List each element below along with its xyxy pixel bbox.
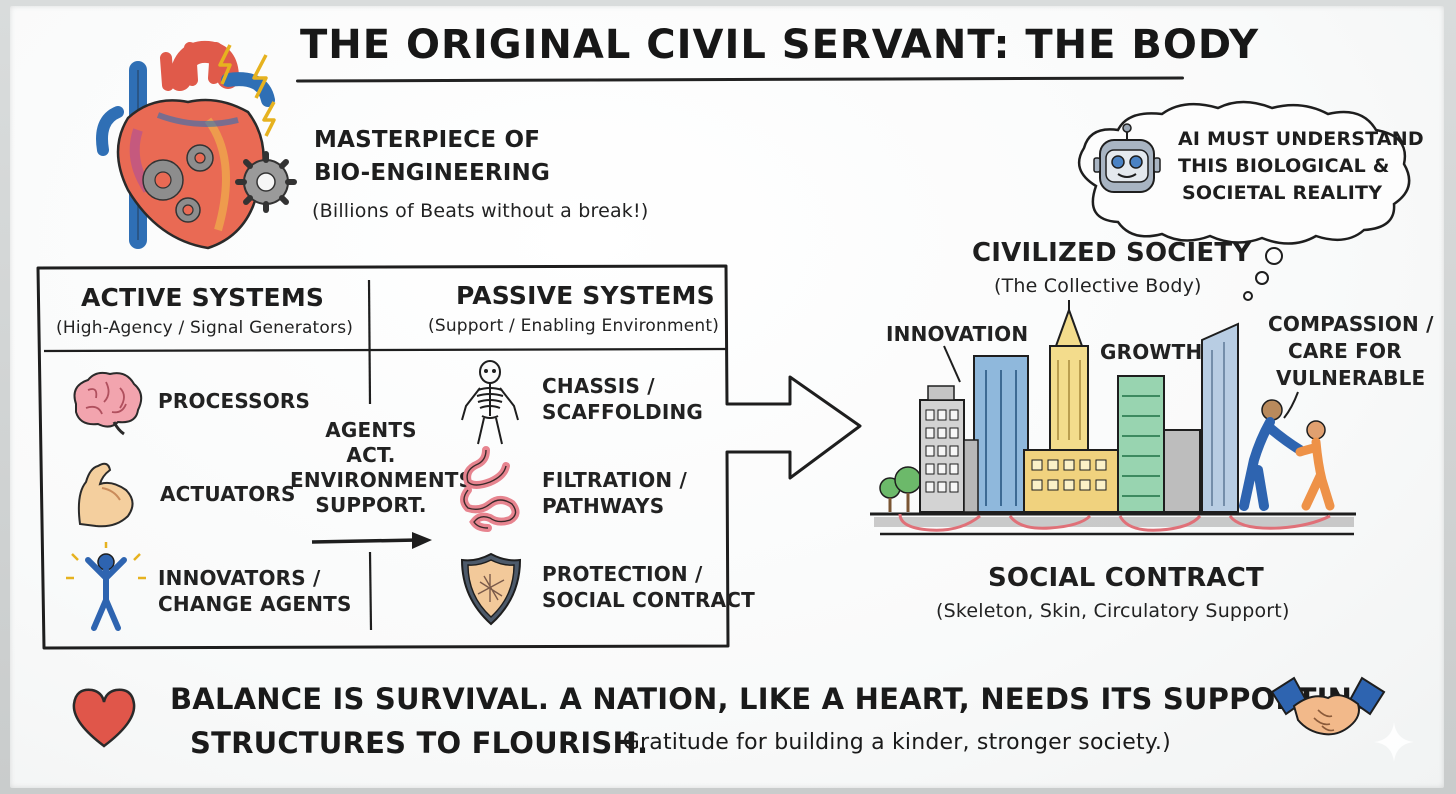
masterpiece-subtitle: (Billions of Beats without a break!) xyxy=(312,200,649,222)
masterpiece-heading-line2: BIO-ENGINEERING xyxy=(314,160,551,186)
chassis-label-line2: SCAFFOLDING xyxy=(542,400,704,424)
bottom-message-line1: BALANCE IS SURVIVAL. A NATION, LIKE A HE… xyxy=(170,682,1377,716)
filtration-label-line2: PATHWAYS xyxy=(542,494,665,518)
brain-icon xyxy=(73,371,143,436)
heart-icon xyxy=(72,688,136,748)
robot-icon xyxy=(1093,123,1161,193)
chassis-label-line1: CHASSIS / xyxy=(542,374,655,398)
actuators-label: ACTUATORS xyxy=(160,482,296,506)
filtration-label-line1: FILTRATION / xyxy=(542,468,687,492)
thought-cloud xyxy=(1077,100,1411,301)
active-systems-subtitle: (High-Agency / Signal Generators) xyxy=(56,318,354,338)
innovation-label: INNOVATION xyxy=(886,322,1029,346)
compassion-label-line1: COMPASSION / xyxy=(1268,312,1434,336)
compassion-label-line2: CARE FOR xyxy=(1288,339,1402,363)
protection-label-line1: PROTECTION / xyxy=(542,562,703,586)
innovators-label-line1: INNOVATORS / xyxy=(158,566,321,590)
passive-systems-heading: PASSIVE SYSTEMS xyxy=(456,281,715,310)
social-contract-heading: SOCIAL CONTRACT xyxy=(988,563,1264,593)
protection-label-line2: SOCIAL CONTRACT xyxy=(542,588,755,612)
bottom-message-line2: STRUCTURES TO FLOURISH. xyxy=(190,726,649,760)
city-skyline-illustration xyxy=(870,300,1356,536)
ai-thought-line2: THIS BIOLOGICAL & xyxy=(1178,155,1390,177)
page-title: THE ORIGINAL CIVIL SERVANT: THE BODY xyxy=(300,22,1260,68)
flexed-arm-icon xyxy=(77,462,134,528)
compassion-label-line3: VULNERABLE xyxy=(1276,366,1426,390)
digestive-system-icon xyxy=(460,446,520,532)
center-note-line4: SUPPORT. xyxy=(315,493,427,517)
social-contract-subtitle: (Skeleton, Skin, Circulatory Support) xyxy=(936,600,1290,622)
heart-gears-icon xyxy=(96,40,297,250)
handshake-icon xyxy=(1270,676,1386,736)
ai-thought-line1: AI MUST UNDERSTAND xyxy=(1178,128,1424,150)
ai-thought-line3: SOCIETAL REALITY xyxy=(1182,182,1383,204)
sparkle-icon xyxy=(1374,722,1414,762)
growth-label: GROWTH xyxy=(1100,340,1203,364)
cheering-person-icon xyxy=(66,542,146,631)
processors-label: PROCESSORS xyxy=(158,389,311,413)
innovators-label-line2: CHANGE AGENTS xyxy=(158,592,352,616)
civilized-society-subtitle: (The Collective Body) xyxy=(994,275,1202,297)
civilized-society-heading: CIVILIZED SOCIETY xyxy=(972,238,1252,268)
active-systems-heading: ACTIVE SYSTEMS xyxy=(81,283,325,312)
bottom-message-subtitle: (Gratitude for building a kinder, strong… xyxy=(614,730,1171,755)
skeleton-icon xyxy=(461,360,519,445)
center-note-line1: AGENTS xyxy=(325,418,417,442)
passive-systems-subtitle: (Support / Enabling Environment) xyxy=(428,316,720,336)
center-note-line3: ENVIRONMENTS xyxy=(290,468,474,492)
shield-icon xyxy=(460,552,522,626)
masterpiece-heading-line1: MASTERPIECE OF xyxy=(314,127,541,153)
center-note-line2: ACT. xyxy=(346,443,396,467)
